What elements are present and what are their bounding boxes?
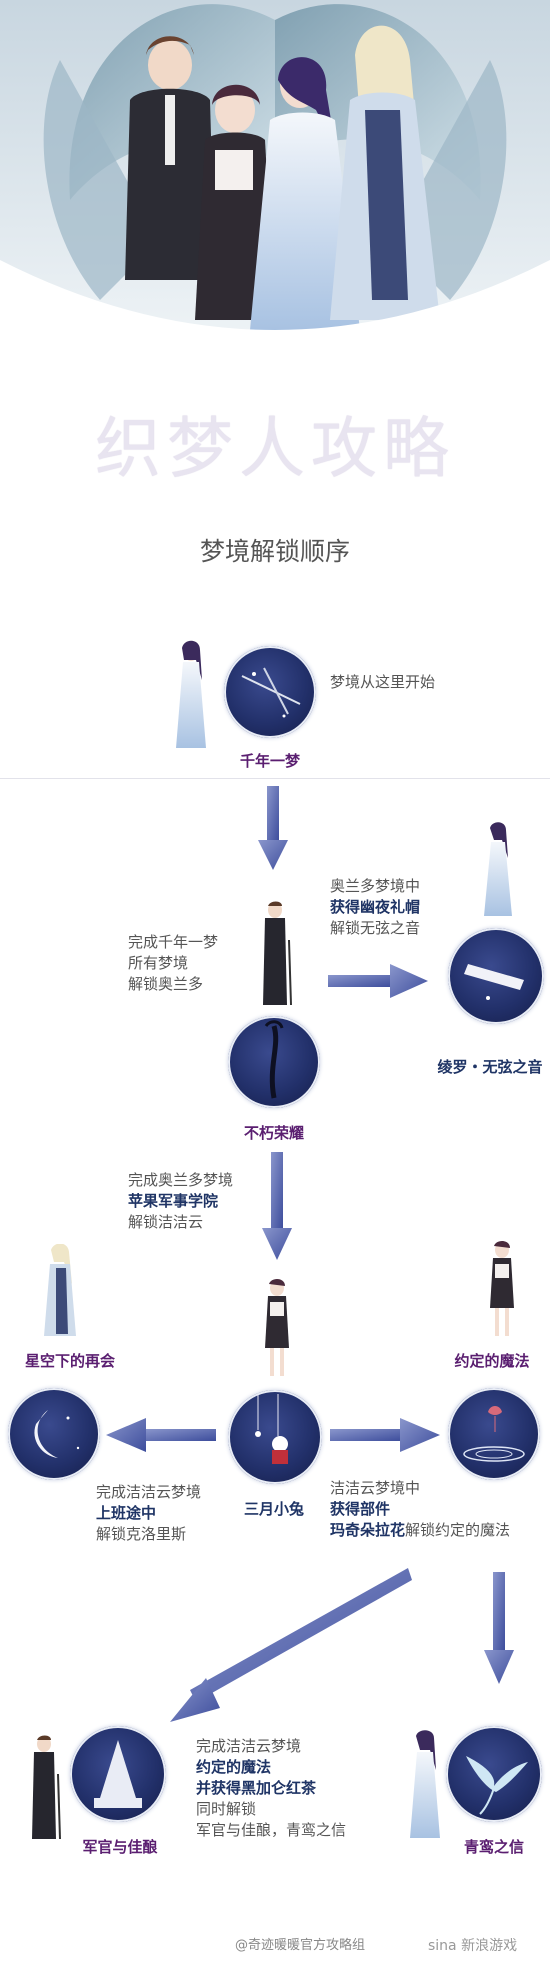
page-title: 织梦人攻略 xyxy=(95,410,455,487)
divider xyxy=(0,778,550,779)
dream-orb-n5[interactable] xyxy=(448,1388,540,1480)
character-figure xyxy=(484,822,512,916)
dream-orb-n3[interactable] xyxy=(448,928,544,1024)
character-figure xyxy=(176,640,206,748)
character-figure xyxy=(265,1278,289,1376)
magic-circle-icon xyxy=(463,1406,525,1462)
note-f-line-2: 约定的魔法 xyxy=(196,1757,346,1778)
note-a-line-1: 完成千年一梦 xyxy=(128,933,219,951)
note-e-rest: 解锁约定的魔法 xyxy=(405,1521,511,1539)
arrow-right-icon xyxy=(330,1418,440,1452)
node-label-n4: 星空下的再会 xyxy=(24,1352,115,1370)
note-f-line-4: 同时解锁 xyxy=(196,1800,257,1818)
dream-orb-n6[interactable] xyxy=(228,1390,322,1484)
dream-orb-n8[interactable] xyxy=(446,1726,542,1822)
note-c-line-3: 解锁洁洁云 xyxy=(128,1213,204,1231)
arrow-down-icon xyxy=(258,786,288,870)
character-figure-suit xyxy=(263,901,292,1006)
rabbit-icon xyxy=(255,1394,288,1464)
note-f-bold-2: 并获得黑加仑红茶 xyxy=(196,1779,317,1797)
note-e-line-1: 洁洁云梦境中 xyxy=(330,1479,421,1497)
lyre-icon xyxy=(464,964,524,1000)
dream-orb-n7[interactable] xyxy=(70,1726,166,1822)
note-e-bold-2: 玛奇朵拉花 xyxy=(330,1521,406,1539)
character-figure xyxy=(410,1730,440,1838)
node-label-n3: 绫罗・无弦之音 xyxy=(437,1058,543,1076)
arrow-down-icon xyxy=(484,1572,514,1684)
arrow-left-icon xyxy=(106,1418,216,1452)
note-a-line-2: 所有梦境 xyxy=(128,954,189,972)
bird-icon xyxy=(466,1756,528,1815)
note-d: 完成洁洁云梦境 上班途中 解锁克洛里斯 xyxy=(96,1482,201,1545)
note-b: 奥兰多梦境中 获得幽夜礼帽 解锁无弦之音 xyxy=(330,876,420,939)
note-f-line-5: 军官与佳酿，青鸾之信 xyxy=(196,1821,347,1839)
arrow-right-icon xyxy=(328,964,428,998)
dream-orb-n2[interactable] xyxy=(228,1016,320,1108)
note-c-line-1: 完成奥兰多梦境 xyxy=(128,1171,234,1189)
moon-icon xyxy=(34,1410,80,1458)
note-e-line-3: 玛奇朵拉花解锁约定的魔法 xyxy=(330,1520,510,1541)
section-title: 梦境解锁顺序 xyxy=(199,537,350,566)
note-b-line-1: 奥兰多梦境中 xyxy=(330,877,421,895)
note-f-bold-1: 约定的魔法 xyxy=(196,1758,272,1776)
tower-icon xyxy=(94,1740,142,1808)
note-c-bold: 苹果军事学院 xyxy=(128,1192,219,1210)
note-c: 完成奥兰多梦境 苹果军事学院 解锁洁洁云 xyxy=(128,1170,233,1233)
note-e: 洁洁云梦境中 获得部件 玛奇朵拉花解锁约定的魔法 xyxy=(330,1478,510,1541)
character-figure-suit xyxy=(32,1735,61,1840)
note-e-bold-1: 获得部件 xyxy=(330,1500,391,1518)
crossed-swords-icon xyxy=(241,667,301,718)
arrow-down-icon xyxy=(262,1152,292,1260)
note-a: 完成千年一梦 所有梦境 解锁奥兰多 xyxy=(128,932,218,995)
note-a-line-3: 解锁奥兰多 xyxy=(128,975,204,993)
character-figure-elf xyxy=(44,1244,76,1336)
node-label-n6: 三月小兔 xyxy=(243,1500,304,1518)
note-c-line-2: 苹果军事学院 xyxy=(128,1191,233,1212)
note-e-line-2: 获得部件 xyxy=(330,1499,510,1520)
note-b-line-3: 解锁无弦之音 xyxy=(330,919,421,937)
note-f-line-1: 完成洁洁云梦境 xyxy=(196,1737,302,1755)
hero-illustration xyxy=(0,0,550,340)
dream-orb-n1[interactable] xyxy=(224,646,316,738)
note-d-line-3: 解锁克洛里斯 xyxy=(96,1525,187,1543)
note-d-line-2: 上班途中 xyxy=(96,1503,201,1524)
note-f-line-3: 并获得黑加仑红茶 xyxy=(196,1778,346,1799)
watermark: sina 新浪游戏 xyxy=(428,1938,518,1954)
note-f: 完成洁洁云梦境 约定的魔法 并获得黑加仑红茶 同时解锁 军官与佳酿，青鸾之信 xyxy=(196,1736,346,1841)
note-d-bold: 上班途中 xyxy=(96,1504,157,1522)
note-d-line-1: 完成洁洁云梦境 xyxy=(96,1483,202,1501)
node-label-n2: 不朽荣耀 xyxy=(243,1124,304,1142)
note-b-bold: 获得幽夜礼帽 xyxy=(330,898,421,916)
node-label-n7: 军官与佳酿 xyxy=(82,1838,158,1856)
start-note: 梦境从这里开始 xyxy=(330,673,436,691)
arrow-diagonal-icon xyxy=(170,1568,412,1722)
footer-credit: @奇迹暖暖官方攻略组 xyxy=(235,1938,366,1953)
node-label-n5: 约定的魔法 xyxy=(454,1352,530,1370)
note-b-line-2: 获得幽夜礼帽 xyxy=(330,897,420,918)
node-label-n8: 青鸾之信 xyxy=(463,1838,524,1856)
dream-orb-n4[interactable] xyxy=(8,1388,100,1480)
character-figure xyxy=(490,1240,514,1336)
node-label-n1: 千年一梦 xyxy=(239,752,300,770)
umbrella-icon xyxy=(264,1020,284,1099)
